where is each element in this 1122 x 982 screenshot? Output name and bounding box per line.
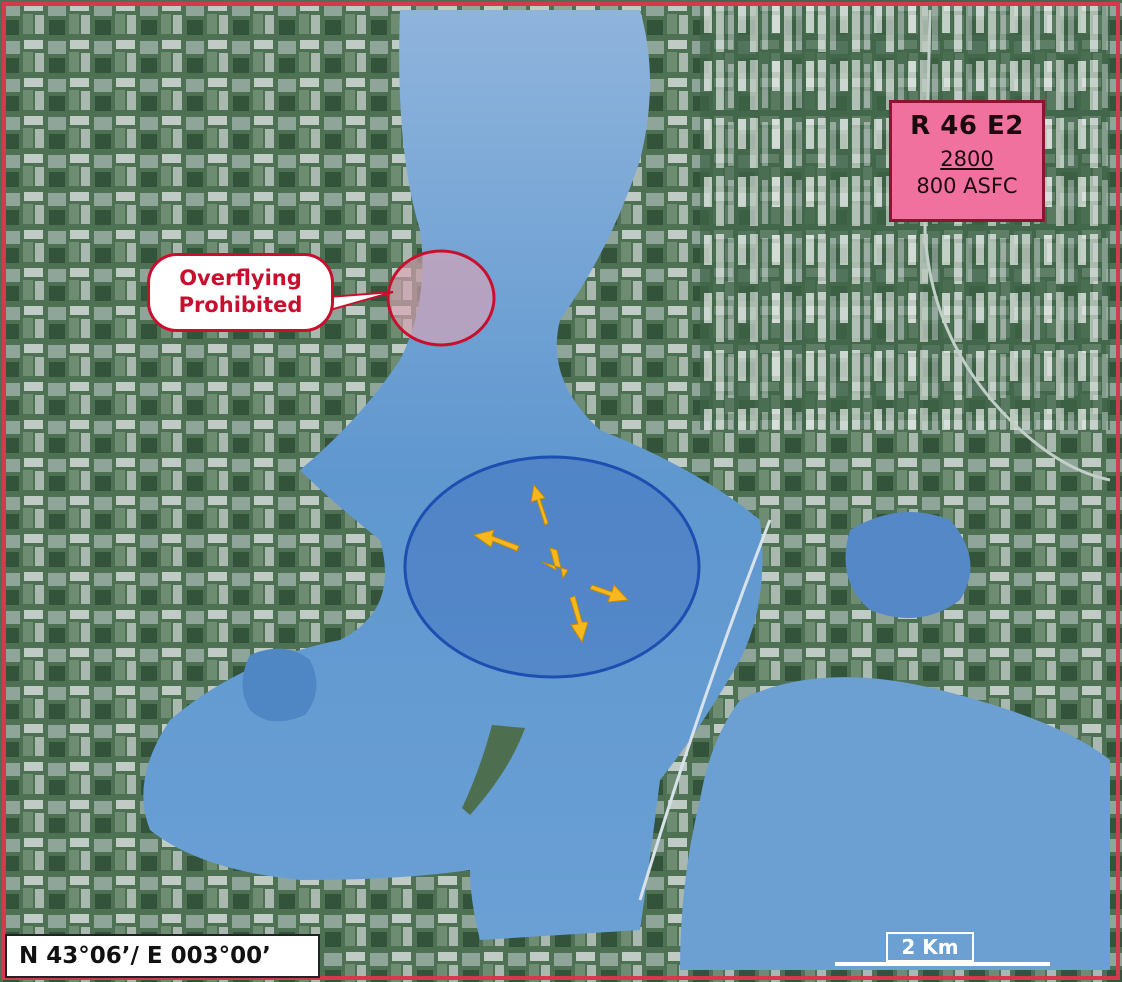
arrow-center-icon xyxy=(541,547,569,580)
pond-west xyxy=(242,648,317,722)
prohibited-zone-circle xyxy=(386,249,496,347)
arrow-west-icon xyxy=(472,529,520,552)
land-fields-west xyxy=(0,0,410,470)
lagoon-east-basin xyxy=(680,677,1110,970)
canal-line xyxy=(638,519,772,901)
airspace-lower-limit: 800 ASFC xyxy=(916,174,1018,198)
pond-east xyxy=(845,512,971,618)
scale-bar-label: 2 Km xyxy=(886,932,974,962)
arrow-east-icon xyxy=(589,584,630,603)
airspace-label-box: R 46 E2 2800 800 ASFC xyxy=(889,100,1045,222)
airspace-designator: R 46 E2 xyxy=(910,111,1024,141)
coordinate-readout: N 43°06’/ E 003°00’ xyxy=(5,934,320,978)
arrow-south-icon xyxy=(569,595,589,644)
warning-line-1: Overflying xyxy=(179,266,302,290)
warning-line-2: Prohibited xyxy=(178,293,303,317)
arrow-north-icon xyxy=(530,483,549,526)
rail-line xyxy=(923,9,1111,482)
airspace-upper-limit: 2800 xyxy=(940,147,994,171)
islet xyxy=(462,725,525,815)
overflight-warning-callout: Overflying Prohibited xyxy=(147,253,334,332)
